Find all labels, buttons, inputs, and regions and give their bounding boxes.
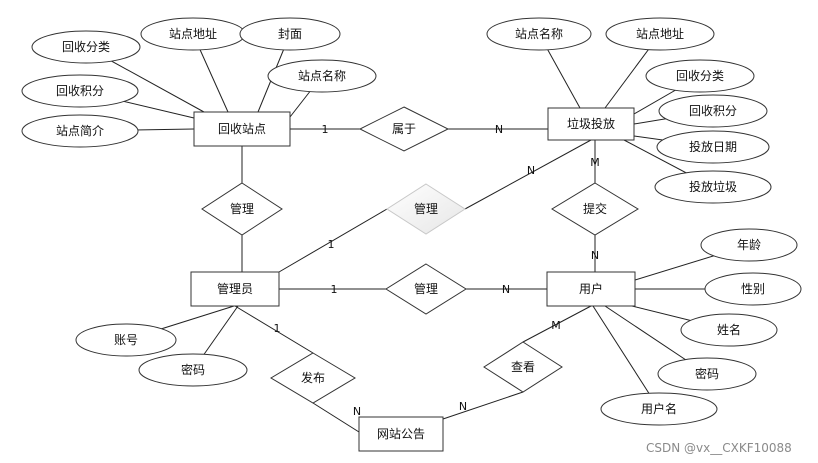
relationship-view: 查看: [483, 341, 563, 393]
cardinality-belongs-to: N: [495, 123, 503, 136]
relationship-belongs: 属于: [358, 106, 450, 152]
cardinality-manage-user-to: N: [502, 283, 510, 296]
attribute-garbage-drop-10: 投放日期: [656, 130, 770, 164]
cardinality-submit-from: N: [591, 249, 599, 262]
relationship-submit: 提交: [551, 182, 639, 236]
relationship-manage-station: 管理: [201, 182, 283, 236]
cardinality-belongs-from: 1: [322, 123, 329, 136]
attribute-admin-17: 账号: [75, 323, 177, 357]
attribute-user-16: 用户名: [600, 392, 718, 426]
entity-garbage-drop: 垃圾投放: [547, 107, 635, 141]
attribute-label: 封面: [278, 27, 302, 41]
watermark: CSDN @vx__CXKF10088: [646, 441, 792, 455]
attribute-user-13: 性别: [704, 272, 802, 306]
attribute-garbage-drop-11: 投放垃圾: [654, 170, 772, 204]
attribute-garbage-drop-7: 站点地址: [605, 17, 715, 51]
cardinality-view-to: N: [459, 400, 467, 413]
relationship-label: 管理: [414, 281, 438, 296]
relationship-label: 管理: [414, 201, 438, 216]
attribute-label: 姓名: [717, 322, 741, 337]
entity-label: 用户: [579, 281, 603, 296]
attribute-garbage-drop-8: 回收分类: [645, 59, 755, 93]
attribute-recycle-station-2: 封面: [239, 17, 341, 51]
entity-label: 回收站点: [218, 122, 266, 136]
attribute-label: 回收分类: [676, 69, 724, 83]
attribute-label: 回收积分: [689, 104, 737, 118]
relationship-label: 提交: [583, 201, 607, 216]
attribute-label: 账号: [114, 333, 138, 347]
attribute-label: 回收积分: [56, 84, 104, 98]
attribute-label: 站点简介: [56, 124, 104, 138]
attribute-user-15: 密码: [657, 357, 757, 391]
cardinality-publish-to: N: [353, 405, 361, 418]
attribute-label: 投放垃圾: [689, 179, 737, 194]
attribute-label: 年龄: [737, 238, 761, 252]
entity-recycle-station: 回收站点: [193, 111, 291, 147]
entity-user: 用户: [546, 271, 636, 307]
attribute-label: 回收分类: [62, 40, 110, 54]
cardinality-submit-to: M: [590, 156, 600, 169]
entity-label: 垃圾投放: [567, 116, 615, 131]
cardinality-manage-drop-from: 1: [328, 238, 335, 251]
attribute-label: 投放日期: [689, 139, 737, 154]
attribute-recycle-station-0: 回收分类: [31, 30, 141, 64]
relationship-manage-drop: 管理: [386, 183, 466, 235]
entity-admin: 管理员: [190, 271, 280, 307]
attribute-admin-18: 密码: [138, 353, 248, 387]
attribute-garbage-drop-9: 回收积分: [658, 94, 768, 128]
relationship-label: 发布: [301, 370, 325, 385]
cardinality-manage-drop-to: N: [527, 164, 535, 177]
attribute-recycle-station-3: 站点名称: [267, 59, 377, 93]
attribute-label: 站点名称: [298, 68, 346, 83]
attribute-user-14: 姓名: [680, 313, 778, 347]
relationship-publish: 发布: [270, 352, 356, 404]
cardinality-view-from: M: [551, 319, 561, 332]
attribute-label: 性别: [741, 282, 765, 296]
attribute-label: 用户名: [641, 401, 677, 416]
attribute-recycle-station-5: 站点简介: [21, 114, 139, 148]
entity-label: 管理员: [217, 281, 253, 296]
attribute-recycle-station-1: 站点地址: [140, 17, 246, 51]
entity-label: 网站公告: [377, 427, 425, 441]
attribute-label: 站点名称: [515, 26, 563, 41]
cardinality-publish-from: 1: [274, 322, 281, 335]
attribute-garbage-drop-6: 站点名称: [486, 17, 592, 51]
attribute-label: 站点地址: [169, 27, 217, 41]
relationship-label: 查看: [511, 360, 535, 374]
attribute-user-12: 年龄: [700, 228, 798, 262]
attribute-label: 密码: [181, 362, 205, 377]
attribute-label: 站点地址: [636, 27, 684, 41]
relationship-manage-user: 管理: [385, 263, 467, 315]
cardinality-manage-user-from: 1: [331, 283, 338, 296]
attribute-recycle-station-4: 回收积分: [21, 74, 139, 108]
attribute-label: 密码: [695, 366, 719, 381]
entity-notice: 网站公告: [358, 416, 444, 452]
relationship-label: 管理: [230, 201, 254, 216]
relationship-label: 属于: [392, 122, 416, 136]
